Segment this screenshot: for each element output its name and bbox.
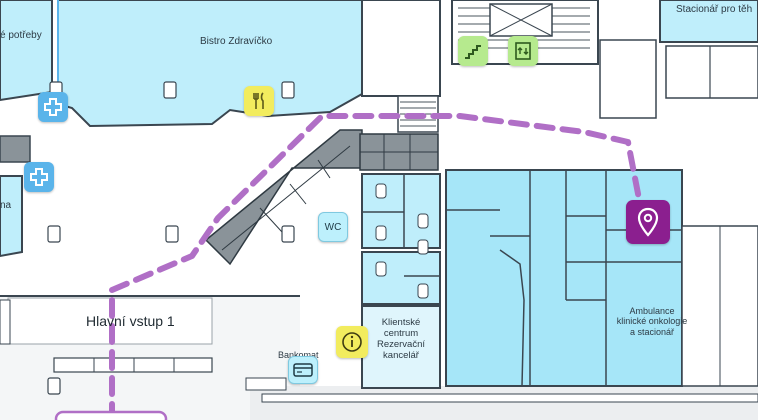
room-left [0,175,23,258]
label-client-center-line2: centrum [383,327,419,339]
label-main-entrance: Hlavní vstup 1 [86,313,175,329]
label-client-center-line1: Klientské [381,317,421,328]
room-shop [0,0,53,102]
label-ambulance-line1: Ambulance [629,306,675,316]
label-ambulance-line2: klinické onkologie [616,316,688,327]
stairs-icon[interactable] [458,36,488,66]
label-client-center-line4: kancelář [383,349,419,361]
label-atm: Bankomat [278,350,319,360]
label-shop: é potřeby [0,30,42,41]
info-icon[interactable] [336,326,368,358]
room-bistro [57,0,363,128]
label-ambulance-line3: a stacionář [629,326,675,337]
label-room-left: na [0,200,12,211]
route-path [109,113,643,420]
label-client-center-line3: Rezervační [376,338,426,350]
first-aid-cross-icon-2[interactable] [24,162,54,192]
first-aid-cross-icon[interactable] [38,92,68,122]
label-stacionar: Stacionář pro těh [676,4,753,15]
info-glyph [342,332,362,352]
credit-card-icon[interactable] [288,356,318,384]
elevator-icon[interactable] [508,36,538,66]
room-stacionar [659,0,758,43]
wc-block [361,173,441,305]
left-escalator [0,135,31,163]
location-pin-icon[interactable] [626,200,670,244]
fork-knife-icon[interactable] [244,86,274,116]
credit-card-glyph [293,363,313,377]
fork-knife-glyph [253,92,264,109]
label-ambulance: Ambulance klinické onkologie a stacionář [606,306,698,337]
corridor-floor [250,386,758,420]
label-bistro: Bistro Zdravíčko [200,36,273,47]
wc-label: WC [324,221,342,233]
first-aid-cross-glyph-2 [30,168,48,186]
elevator-glyph [515,42,531,60]
wc-icon[interactable]: WC [318,212,348,242]
label-client-center: Klientské centrum Rezervační kancelář [366,317,436,362]
stairs-glyph [465,45,481,59]
first-aid-cross-glyph [44,98,62,116]
location-pin-glyph [637,207,659,237]
